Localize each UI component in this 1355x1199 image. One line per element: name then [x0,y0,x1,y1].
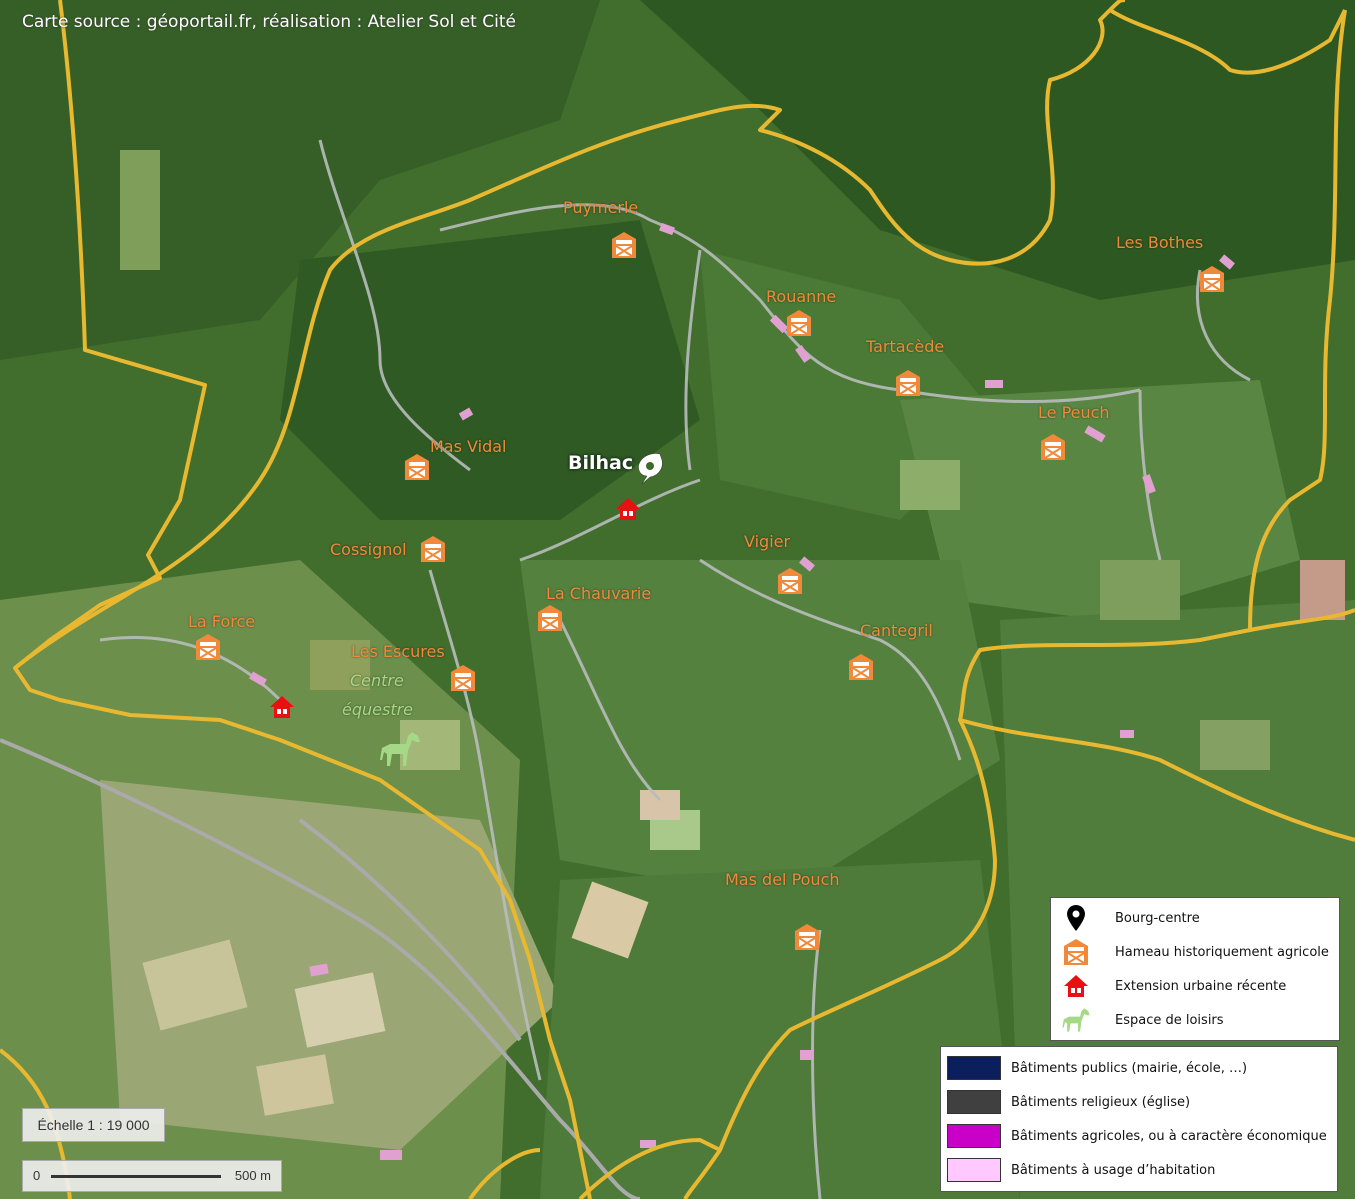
scale-ratio-text: Échelle 1 : 19 000 [37,1117,150,1133]
urban-extension-house-icon[interactable] [268,694,296,720]
hamlet-label-cossignol: Cossignol [330,540,407,559]
hamlet-barn-icon[interactable] [535,603,565,633]
legend-label: Bâtiments agricoles, ou à caractère écon… [1011,1128,1327,1144]
scale-bar-end: 500 m [234,1168,271,1183]
hamlet-label-la-force: La Force [188,612,256,631]
legend-row-religious: Bâtiments religieux (église) [947,1090,1190,1114]
legend-label: Espace de loisirs [1115,1012,1224,1028]
legend-label: Bourg-centre [1115,910,1200,926]
hamlet-barn-icon[interactable] [792,922,822,952]
map-pin-icon [1061,904,1091,932]
hamlet-label-rouanne: Rouanne [766,287,837,306]
legend-label: Bâtiments publics (mairie, école, …) [1011,1060,1248,1076]
legend-label: Extension urbaine récente [1115,978,1287,994]
scale-bar-start: 0 [33,1168,41,1183]
urban-extension-house-icon[interactable] [614,496,642,522]
hamlet-barn-icon[interactable] [193,632,223,662]
hamlet-barn-icon[interactable] [893,368,923,398]
hamlet-barn-icon[interactable] [448,663,478,693]
legend-row-public: Bâtiments publics (mairie, école, …) [947,1056,1247,1080]
hamlet-barn-icon[interactable] [1038,432,1068,462]
hamlet-label-mas-del-pouch: Mas del Pouch [725,870,840,889]
hamlet-label-tartacede: Tartacède [866,337,945,356]
hamlet-barn-icon[interactable] [402,452,432,482]
hamlet-barn-icon[interactable] [418,534,448,564]
legend-swatch [947,1158,1001,1182]
legend-row-bourg: Bourg-centre [1061,904,1200,932]
leisure-label-line1: Centre [350,671,404,690]
hamlet-label-puymerle: Puymerle [563,198,639,217]
legend-label: Hameau historiquement agricole [1115,944,1329,960]
hamlet-label-mas-vidal: Mas Vidal [430,437,507,456]
hamlet-barn-icon[interactable] [609,230,639,260]
legend-buildings: Bâtiments publics (mairie, école, …) Bât… [940,1046,1338,1192]
legend-label: Bâtiments à usage d’habitation [1011,1162,1216,1178]
hamlet-label-le-peuch: Le Peuch [1038,403,1110,422]
bourg-label: Bilhac [568,452,634,474]
scale-ratio: Échelle 1 : 19 000 [22,1108,165,1142]
source-credit: Carte source : géoportail.fr, réalisatio… [22,12,516,32]
hamlet-barn-icon[interactable] [784,308,814,338]
hamlet-label-les-escures: Les Escures [351,642,445,661]
hamlet-label-les-bothes: Les Bothes [1116,233,1204,252]
bourg-pin-icon[interactable] [632,450,668,486]
horse-icon [1061,1006,1091,1034]
legend-swatch [947,1124,1001,1148]
house-icon [1061,972,1091,1000]
legend-swatch [947,1056,1001,1080]
scale-bar: 0 500 m [22,1160,282,1192]
legend-swatch [947,1090,1001,1114]
hamlet-barn-icon[interactable] [775,566,805,596]
leisure-horse-icon[interactable] [378,730,422,768]
barn-icon [1061,938,1091,966]
legend-label: Bâtiments religieux (église) [1011,1094,1191,1110]
hamlet-label-vigier: Vigier [744,532,791,551]
hamlet-label-la-chauvarie: La Chauvarie [546,584,652,603]
legend-row-housing: Bâtiments à usage d’habitation [947,1158,1215,1182]
legend-symbols: Bourg-centre Hameau historiquement agric… [1050,897,1340,1041]
scale-bar-line [51,1175,221,1178]
leisure-label-line2: équestre [342,700,414,719]
hamlet-label-cantegril: Cantegril [860,621,933,640]
hamlet-barn-icon[interactable] [846,652,876,682]
legend-row-urban: Extension urbaine récente [1061,972,1286,1000]
hamlet-barn-icon[interactable] [1197,264,1227,294]
legend-row-leisure: Espace de loisirs [1061,1006,1224,1034]
legend-row-hamlet: Hameau historiquement agricole [1061,938,1329,966]
legend-row-agricultural: Bâtiments agricoles, ou à caractère écon… [947,1124,1327,1148]
